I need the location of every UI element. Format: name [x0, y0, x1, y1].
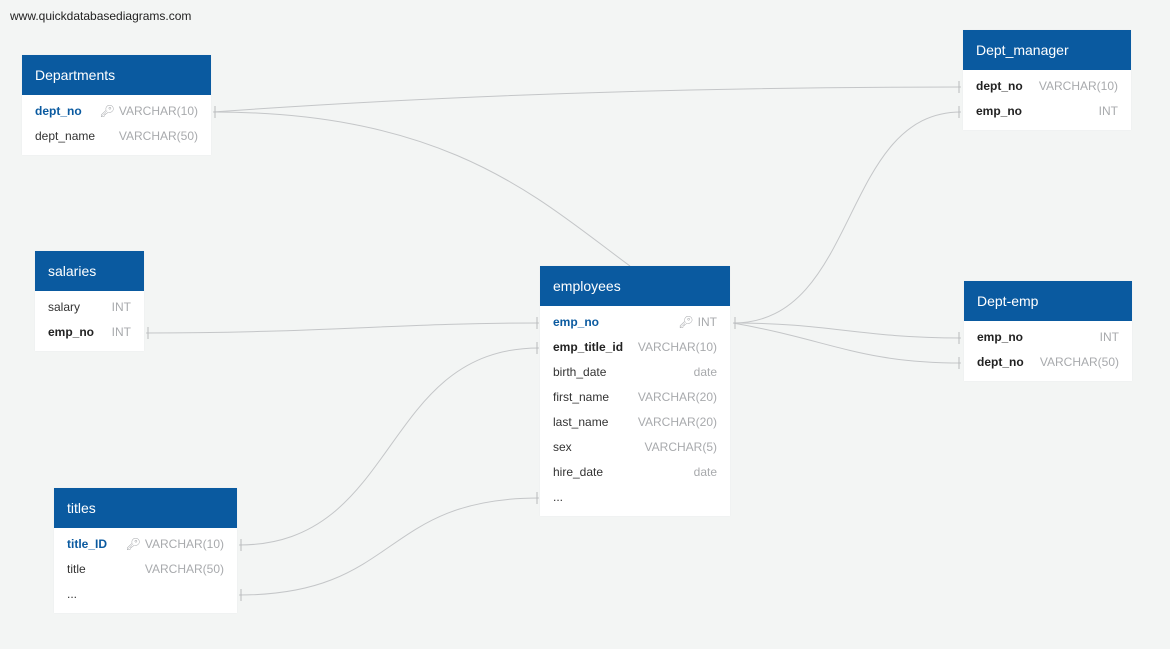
column-type: INT: [1098, 104, 1118, 118]
column-row[interactable]: title VARCHAR(50): [54, 557, 237, 582]
column-name: emp_no: [977, 330, 1024, 344]
column-type: VARCHAR(50): [144, 562, 224, 576]
column-type: INT: [111, 300, 131, 314]
column-row[interactable]: emp_no INT: [963, 99, 1131, 124]
column-type: date: [693, 365, 717, 379]
link-employees-dept-manager: [732, 111, 962, 324]
column-row[interactable]: hire_date date: [540, 460, 730, 485]
column-type: INT: [697, 315, 717, 329]
column-name: hire_date: [553, 465, 604, 479]
table-employees[interactable]: employees emp_no 🔑︎INT emp_title_id VARC…: [540, 266, 730, 516]
column-name: title_ID: [67, 537, 108, 551]
column-row[interactable]: ...: [540, 485, 730, 510]
column-name: emp_no: [48, 325, 95, 339]
column-name: dept_no: [976, 79, 1023, 93]
key-icon: 🔑︎: [678, 315, 694, 329]
key-icon: 🔑︎: [125, 537, 141, 551]
column-name: ...: [553, 490, 564, 504]
column-name: emp_no: [553, 315, 600, 329]
column-row[interactable]: birth_date date: [540, 360, 730, 385]
column-name: dept_name: [35, 129, 96, 143]
column-name: title: [67, 562, 86, 576]
table-title[interactable]: Dept_manager: [963, 30, 1131, 70]
column-row[interactable]: dept_no 🔑︎VARCHAR(10): [22, 99, 211, 124]
column-row[interactable]: salary INT: [35, 295, 144, 320]
column-name: last_name: [553, 415, 609, 429]
table-title[interactable]: Departments: [22, 55, 211, 95]
column-type: VARCHAR(10): [1038, 79, 1118, 93]
column-type: VARCHAR(50): [1039, 355, 1119, 369]
column-row[interactable]: first_name VARCHAR(20): [540, 385, 730, 410]
column-type: INT: [1099, 330, 1119, 344]
column-row[interactable]: emp_no 🔑︎INT: [540, 310, 730, 335]
column-row[interactable]: sex VARCHAR(5): [540, 435, 730, 460]
key-icon: 🔑︎: [99, 104, 115, 118]
link-departments-employees: [212, 111, 631, 267]
column-type: VARCHAR(10): [144, 537, 224, 551]
table-dept-manager[interactable]: Dept_manager dept_no VARCHAR(10) emp_no …: [963, 30, 1131, 130]
link-employees-dept-emp-deptno: [732, 322, 962, 364]
column-row[interactable]: title_ID 🔑︎VARCHAR(10): [54, 532, 237, 557]
table-title[interactable]: salaries: [35, 251, 144, 291]
column-row[interactable]: last_name VARCHAR(20): [540, 410, 730, 435]
table-departments[interactable]: Departments dept_no 🔑︎VARCHAR(10) dept_n…: [22, 55, 211, 155]
column-type: date: [693, 465, 717, 479]
column-type: VARCHAR(20): [637, 390, 717, 404]
link-employees-dept-emp-empno: [732, 322, 962, 339]
column-type: VARCHAR(10): [118, 104, 198, 118]
column-name: emp_no: [976, 104, 1023, 118]
column-type: VARCHAR(50): [118, 129, 198, 143]
column-name: first_name: [553, 390, 610, 404]
column-type: VARCHAR(20): [637, 415, 717, 429]
column-type: INT: [111, 325, 131, 339]
watermark: www.quickdatabasediagrams.com: [10, 9, 192, 23]
column-name: ...: [67, 587, 78, 601]
column-row[interactable]: dept_name VARCHAR(50): [22, 124, 211, 149]
table-dept-emp[interactable]: Dept-emp emp_no INT dept_no VARCHAR(50): [964, 281, 1132, 381]
table-salaries[interactable]: salaries salary INT emp_no INT: [35, 251, 144, 351]
column-type: VARCHAR(10): [637, 340, 717, 354]
column-name: dept_no: [977, 355, 1024, 369]
link-departments-dept-manager: [212, 86, 962, 113]
table-titles[interactable]: titles title_ID 🔑︎VARCHAR(10) title VARC…: [54, 488, 237, 613]
column-row[interactable]: emp_title_id VARCHAR(10): [540, 335, 730, 360]
link-salaries-employees: [145, 322, 540, 334]
table-title[interactable]: titles: [54, 488, 237, 528]
column-row[interactable]: ...: [54, 582, 237, 607]
link-titles-employees: [238, 347, 540, 546]
column-row[interactable]: emp_no INT: [964, 325, 1132, 350]
column-name: salary: [48, 300, 81, 314]
column-row[interactable]: dept_no VARCHAR(50): [964, 350, 1132, 375]
table-title[interactable]: employees: [540, 266, 730, 306]
column-row[interactable]: emp_no INT: [35, 320, 144, 345]
table-title[interactable]: Dept-emp: [964, 281, 1132, 321]
column-name: emp_title_id: [553, 340, 624, 354]
column-name: dept_no: [35, 104, 82, 118]
link-titles-extra-employees: [238, 497, 540, 596]
column-type: VARCHAR(5): [644, 440, 717, 454]
column-name: sex: [553, 440, 572, 454]
column-row[interactable]: dept_no VARCHAR(10): [963, 74, 1131, 99]
column-name: birth_date: [553, 365, 607, 379]
